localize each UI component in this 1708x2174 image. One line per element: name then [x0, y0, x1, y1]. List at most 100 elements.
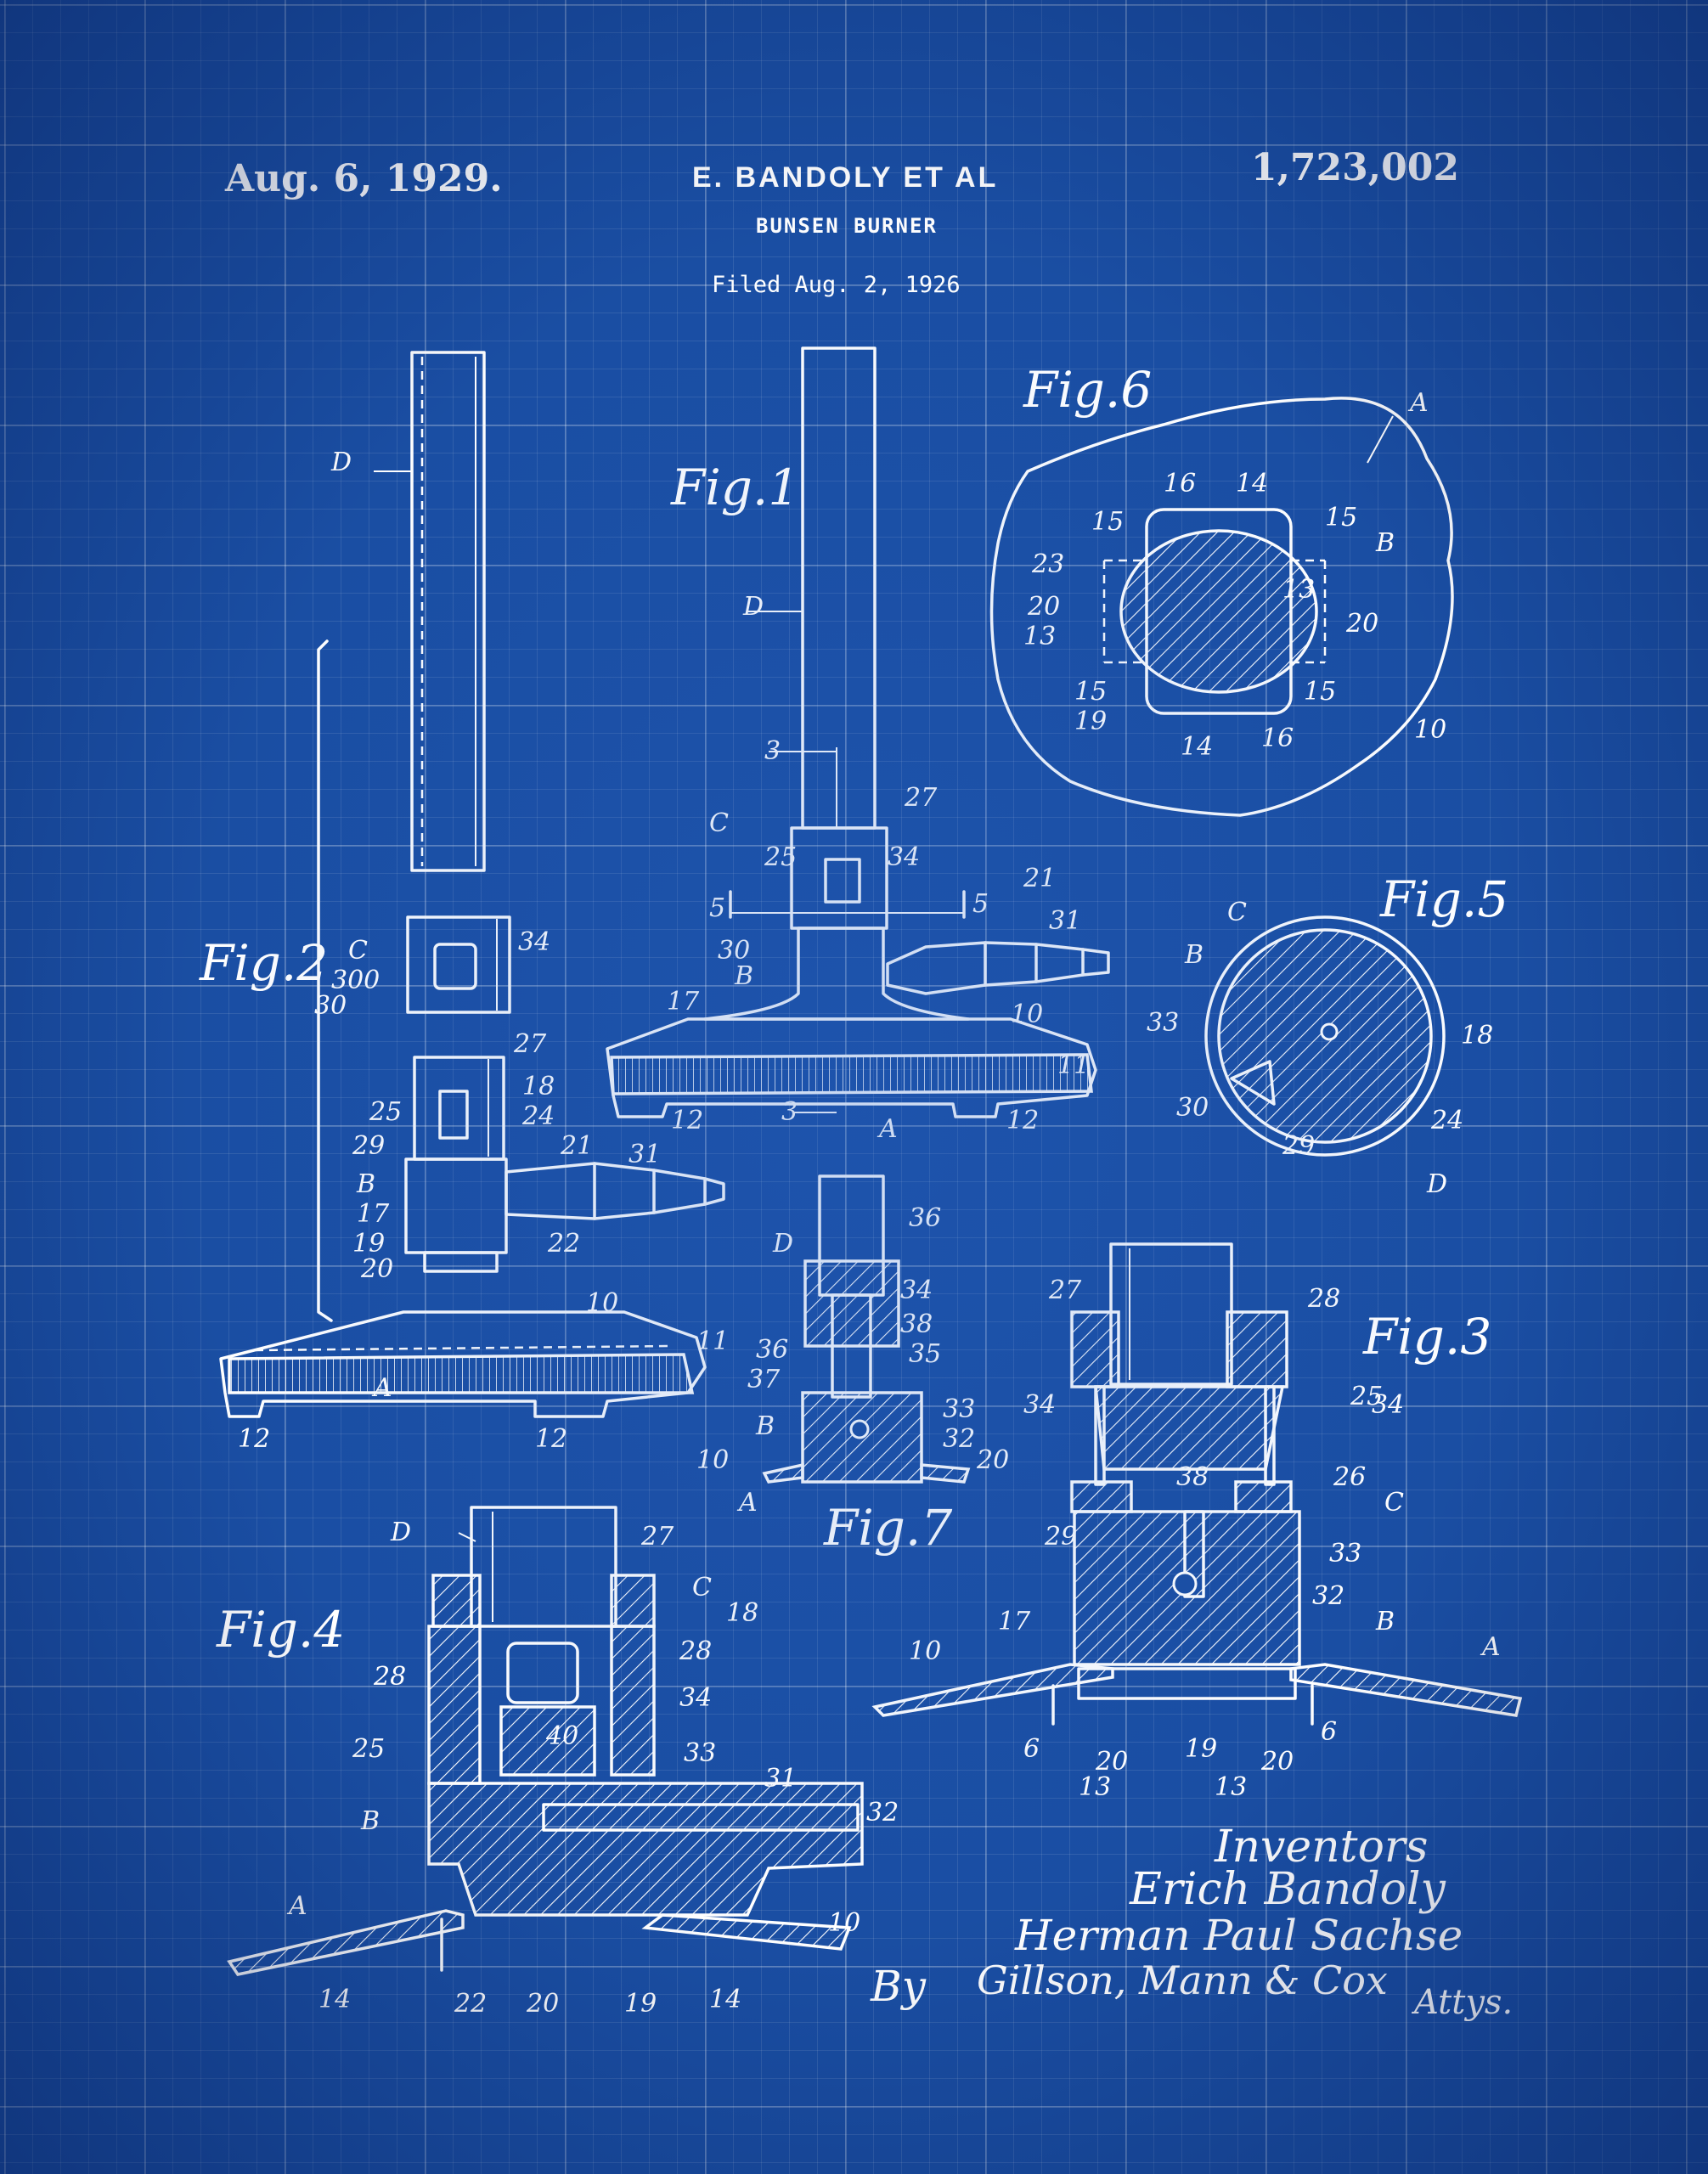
attorney-signature: Gillson, Mann & Cox [977, 1957, 1388, 2003]
ref-label: 38 [1176, 1462, 1209, 1492]
ref-label: 17 [357, 1199, 390, 1229]
ref-label: D [391, 1518, 412, 1547]
ref-label: 32 [1312, 1581, 1345, 1611]
ref-label: 15 [1074, 677, 1108, 707]
ref-label: 22 [548, 1229, 581, 1259]
ref-label: 26 [1333, 1462, 1367, 1492]
ref-label: 20 [1096, 1747, 1129, 1777]
ref-label: 30 [1176, 1093, 1209, 1123]
ref-label: 31 [764, 1764, 798, 1794]
ref-label: 15 [1325, 503, 1358, 532]
ref-label: 17 [998, 1607, 1031, 1636]
attorneys-suffix: Attys. [1414, 1983, 1514, 2022]
ref-label: B [1376, 1607, 1395, 1636]
ref-label: 16 [1164, 469, 1197, 498]
fig-1-label: Fig.1 [671, 459, 800, 516]
ref-label: 14 [318, 1985, 352, 2014]
ref-label: 19 [1185, 1734, 1218, 1764]
ref-label: D [743, 592, 764, 622]
ref-label: 27 [1049, 1276, 1082, 1305]
ref-label: C [709, 808, 729, 838]
fig-5-label: Fig.5 [1380, 870, 1509, 928]
ref-label: 19 [1074, 707, 1108, 736]
figure-1-drawing [606, 346, 1110, 1118]
ref-label: 32 [866, 1798, 899, 1828]
ref-label: 10 [696, 1445, 730, 1475]
ref-label: 33 [1147, 1008, 1180, 1038]
ref-label: 34 [888, 842, 921, 872]
ref-label: 29 [352, 1131, 386, 1161]
ref-label: 34 [1372, 1390, 1405, 1420]
ref-label: B [361, 1806, 380, 1836]
by-label: By [871, 1962, 926, 2011]
ref-label: D [1427, 1169, 1448, 1199]
ref-label: 13 [1215, 1772, 1248, 1802]
ref-label: 23 [1032, 549, 1065, 579]
ref-label: 10 [828, 1908, 861, 1938]
ref-label: 29 [1045, 1522, 1078, 1552]
ref-label: C [348, 936, 368, 966]
ref-label: 3 [764, 736, 781, 766]
fig-2-label: Fig.2 [200, 934, 329, 992]
ref-label: 5 [972, 889, 989, 919]
ref-label: 17 [667, 987, 700, 1017]
ref-label: 35 [909, 1339, 942, 1369]
ref-label: 20 [1028, 592, 1061, 622]
ref-label: B [1376, 528, 1395, 558]
ref-label: 21 [561, 1131, 594, 1161]
filed-date: Filed Aug. 2, 1926 [712, 272, 961, 298]
ref-label: 20 [977, 1445, 1010, 1475]
ref-label: B [1185, 940, 1204, 970]
ref-label: 13 [1282, 575, 1316, 605]
ref-label: 27 [641, 1522, 674, 1552]
ref-label: 28 [1308, 1284, 1341, 1314]
ref-label: 38 [900, 1309, 933, 1339]
ref-label: 25 [352, 1734, 386, 1764]
ref-label: 30 [718, 936, 751, 966]
inventor-name-1: Erich Bandoly [1130, 1864, 1446, 1915]
ref-label: 6 [1321, 1717, 1338, 1747]
ref-label: 28 [374, 1662, 407, 1692]
ref-label: A [879, 1114, 898, 1144]
figure-4-drawing [227, 1506, 864, 1976]
ref-label: 12 [1006, 1106, 1040, 1135]
ref-label: 15 [1304, 677, 1337, 707]
ref-label: 21 [1023, 864, 1057, 893]
ref-label: 10 [586, 1288, 619, 1318]
ref-label: 33 [943, 1394, 976, 1424]
fig-4-label: Fig.4 [217, 1601, 346, 1659]
ref-label: C [1227, 898, 1247, 927]
ref-label: D [773, 1229, 794, 1259]
leader-lines [374, 415, 1394, 1542]
ref-label: D [331, 448, 352, 477]
ref-label: 19 [624, 1989, 657, 2019]
ref-label: A [289, 1891, 307, 1921]
ref-label: 18 [1461, 1021, 1494, 1050]
ref-label: 25 [764, 842, 798, 872]
ref-label: C [692, 1573, 712, 1602]
ref-label: 27 [514, 1029, 547, 1059]
ref-label: A [1410, 388, 1429, 418]
ref-label: 14 [1236, 469, 1269, 498]
ref-label: A [739, 1488, 758, 1518]
ref-label: 25 [1350, 1382, 1384, 1411]
figure-2-drawing [219, 351, 725, 1418]
ref-label: 11 [1057, 1050, 1091, 1080]
ref-label: 34 [518, 927, 551, 957]
ref-label: 24 [1431, 1106, 1464, 1135]
ref-label: 14 [709, 1985, 742, 2014]
ref-label: 20 [1346, 609, 1379, 639]
ref-label: 37 [747, 1365, 781, 1394]
ref-label: B [357, 1169, 376, 1199]
figure-6-drawing [989, 397, 1454, 817]
ref-label: 29 [1282, 1131, 1316, 1161]
ref-label: C [1384, 1488, 1404, 1518]
fig-7-label: Fig.7 [824, 1499, 953, 1557]
ref-label: 15 [1091, 507, 1125, 537]
ref-label: 36 [756, 1335, 789, 1365]
ref-label: 12 [238, 1424, 271, 1454]
ref-label: 11 [696, 1326, 730, 1356]
figure-3-drawing [871, 1242, 1523, 1726]
